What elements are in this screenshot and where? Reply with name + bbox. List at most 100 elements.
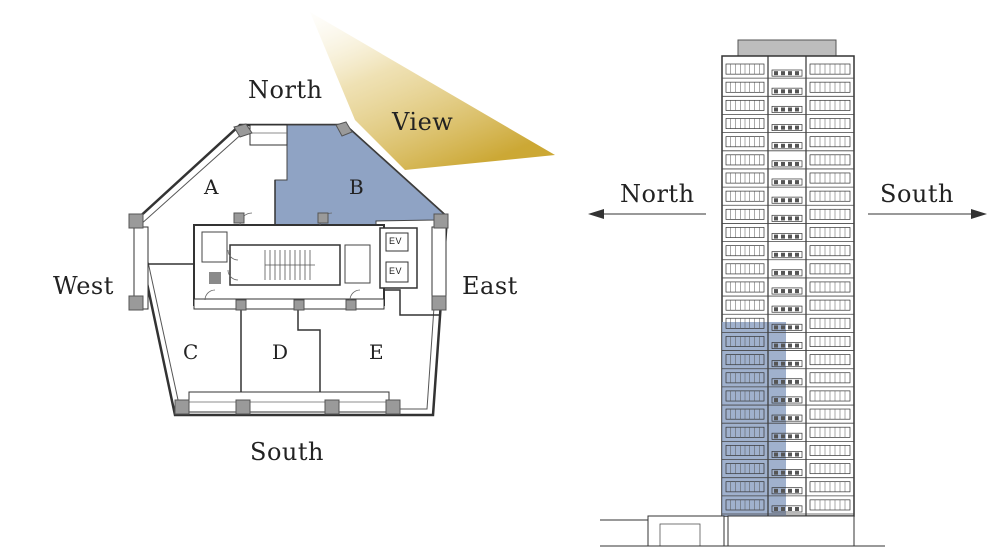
north-arrow-head [588,209,604,219]
balcony-block [788,488,792,493]
balcony-block [788,307,792,312]
balcony-block [774,434,778,439]
balcony-block [788,107,792,112]
balcony-block [788,198,792,203]
balcony-rail [771,251,803,259]
balcony-block [795,252,799,257]
balcony-block [788,161,792,166]
balcony-block [774,398,778,403]
elevator-1-label: EV [389,236,403,246]
view-label: View [392,108,454,136]
balcony-block [795,216,799,221]
balcony-rail [771,178,803,186]
balcony-block [795,488,799,493]
balcony-rail [771,269,803,277]
balcony-block [788,71,792,76]
balcony-block [795,452,799,457]
balcony-block [774,252,778,257]
unit-label-e: E [369,340,385,364]
balcony-block [788,143,792,148]
balcony-block [774,71,778,76]
balcony-rail [771,451,803,458]
elevator-2-label: EV [389,266,403,276]
balcony-block [788,361,792,366]
balcony-rail [771,360,803,368]
balcony-block [795,270,799,275]
balcony-block [781,434,785,439]
balcony-block [774,488,778,493]
elevator-2 [385,261,409,283]
balcony-rail [771,160,803,168]
balcony-block [795,307,799,312]
balcony-block [781,143,785,148]
balcony-block [781,161,785,166]
balcony-block [774,470,778,475]
balcony-block [781,234,785,239]
view-cone [310,12,555,170]
floorplan-west-label: West [53,272,114,300]
balcony-rail [771,87,803,95]
balcony-rail [771,233,803,240]
balcony-block [795,325,799,330]
balcony-block [774,234,778,239]
floorplan-east-label: East [462,272,518,300]
balcony-block [795,125,799,130]
balcony-block [788,398,792,403]
balcony-block [781,307,785,312]
balcony-block [774,416,778,421]
balcony-block [781,488,785,493]
unit-label-d: D [272,340,289,364]
balcony-rail [771,505,803,513]
balcony-block [795,361,799,366]
balcony-block [795,379,799,384]
balcony-rail [771,323,803,331]
balcony-rail [771,69,803,77]
balcony-block [795,71,799,76]
balcony-block [781,452,785,457]
balcony-block [781,198,785,203]
balcony-block [788,270,792,275]
balcony-rail [771,469,803,477]
balcony-block [788,434,792,439]
balcony-block [781,216,785,221]
balcony-block [774,89,778,94]
balcony-block [781,180,785,185]
balcony-block [795,416,799,421]
balcony-block [795,289,799,294]
balcony-rail [771,432,803,440]
floor-plan [128,12,555,417]
rooftop-equipment [737,39,837,57]
balcony-block [781,71,785,76]
south-arrow-head [971,209,987,219]
balcony-block [788,252,792,257]
unit-label-a: A [204,175,219,199]
balcony-rail [771,142,803,150]
balcony-block [795,398,799,403]
balcony-block [788,343,792,348]
balcony-rail [771,214,803,222]
balcony-block [795,180,799,185]
balcony-block [795,198,799,203]
floorplan-north-label: North [248,76,323,104]
balcony-block [788,180,792,185]
balcony-rail [771,487,803,495]
balcony-rail [771,378,803,386]
balcony-block [774,307,778,312]
elevation-south-label: South [880,180,954,208]
balcony-block [781,343,785,348]
balcony-block [795,470,799,475]
floorplan-south-label: South [250,438,324,466]
balcony-block [795,507,799,511]
elevator-1 [385,232,409,252]
balcony-rail [771,105,803,113]
balcony-block [795,89,799,94]
balcony-block [781,125,785,130]
balcony-block [788,470,792,475]
balcony-rail [771,396,803,404]
balcony-block [795,434,799,439]
balcony-block [788,452,792,457]
balcony-block [774,325,778,330]
balcony-block [774,198,778,203]
balcony-block [788,416,792,421]
